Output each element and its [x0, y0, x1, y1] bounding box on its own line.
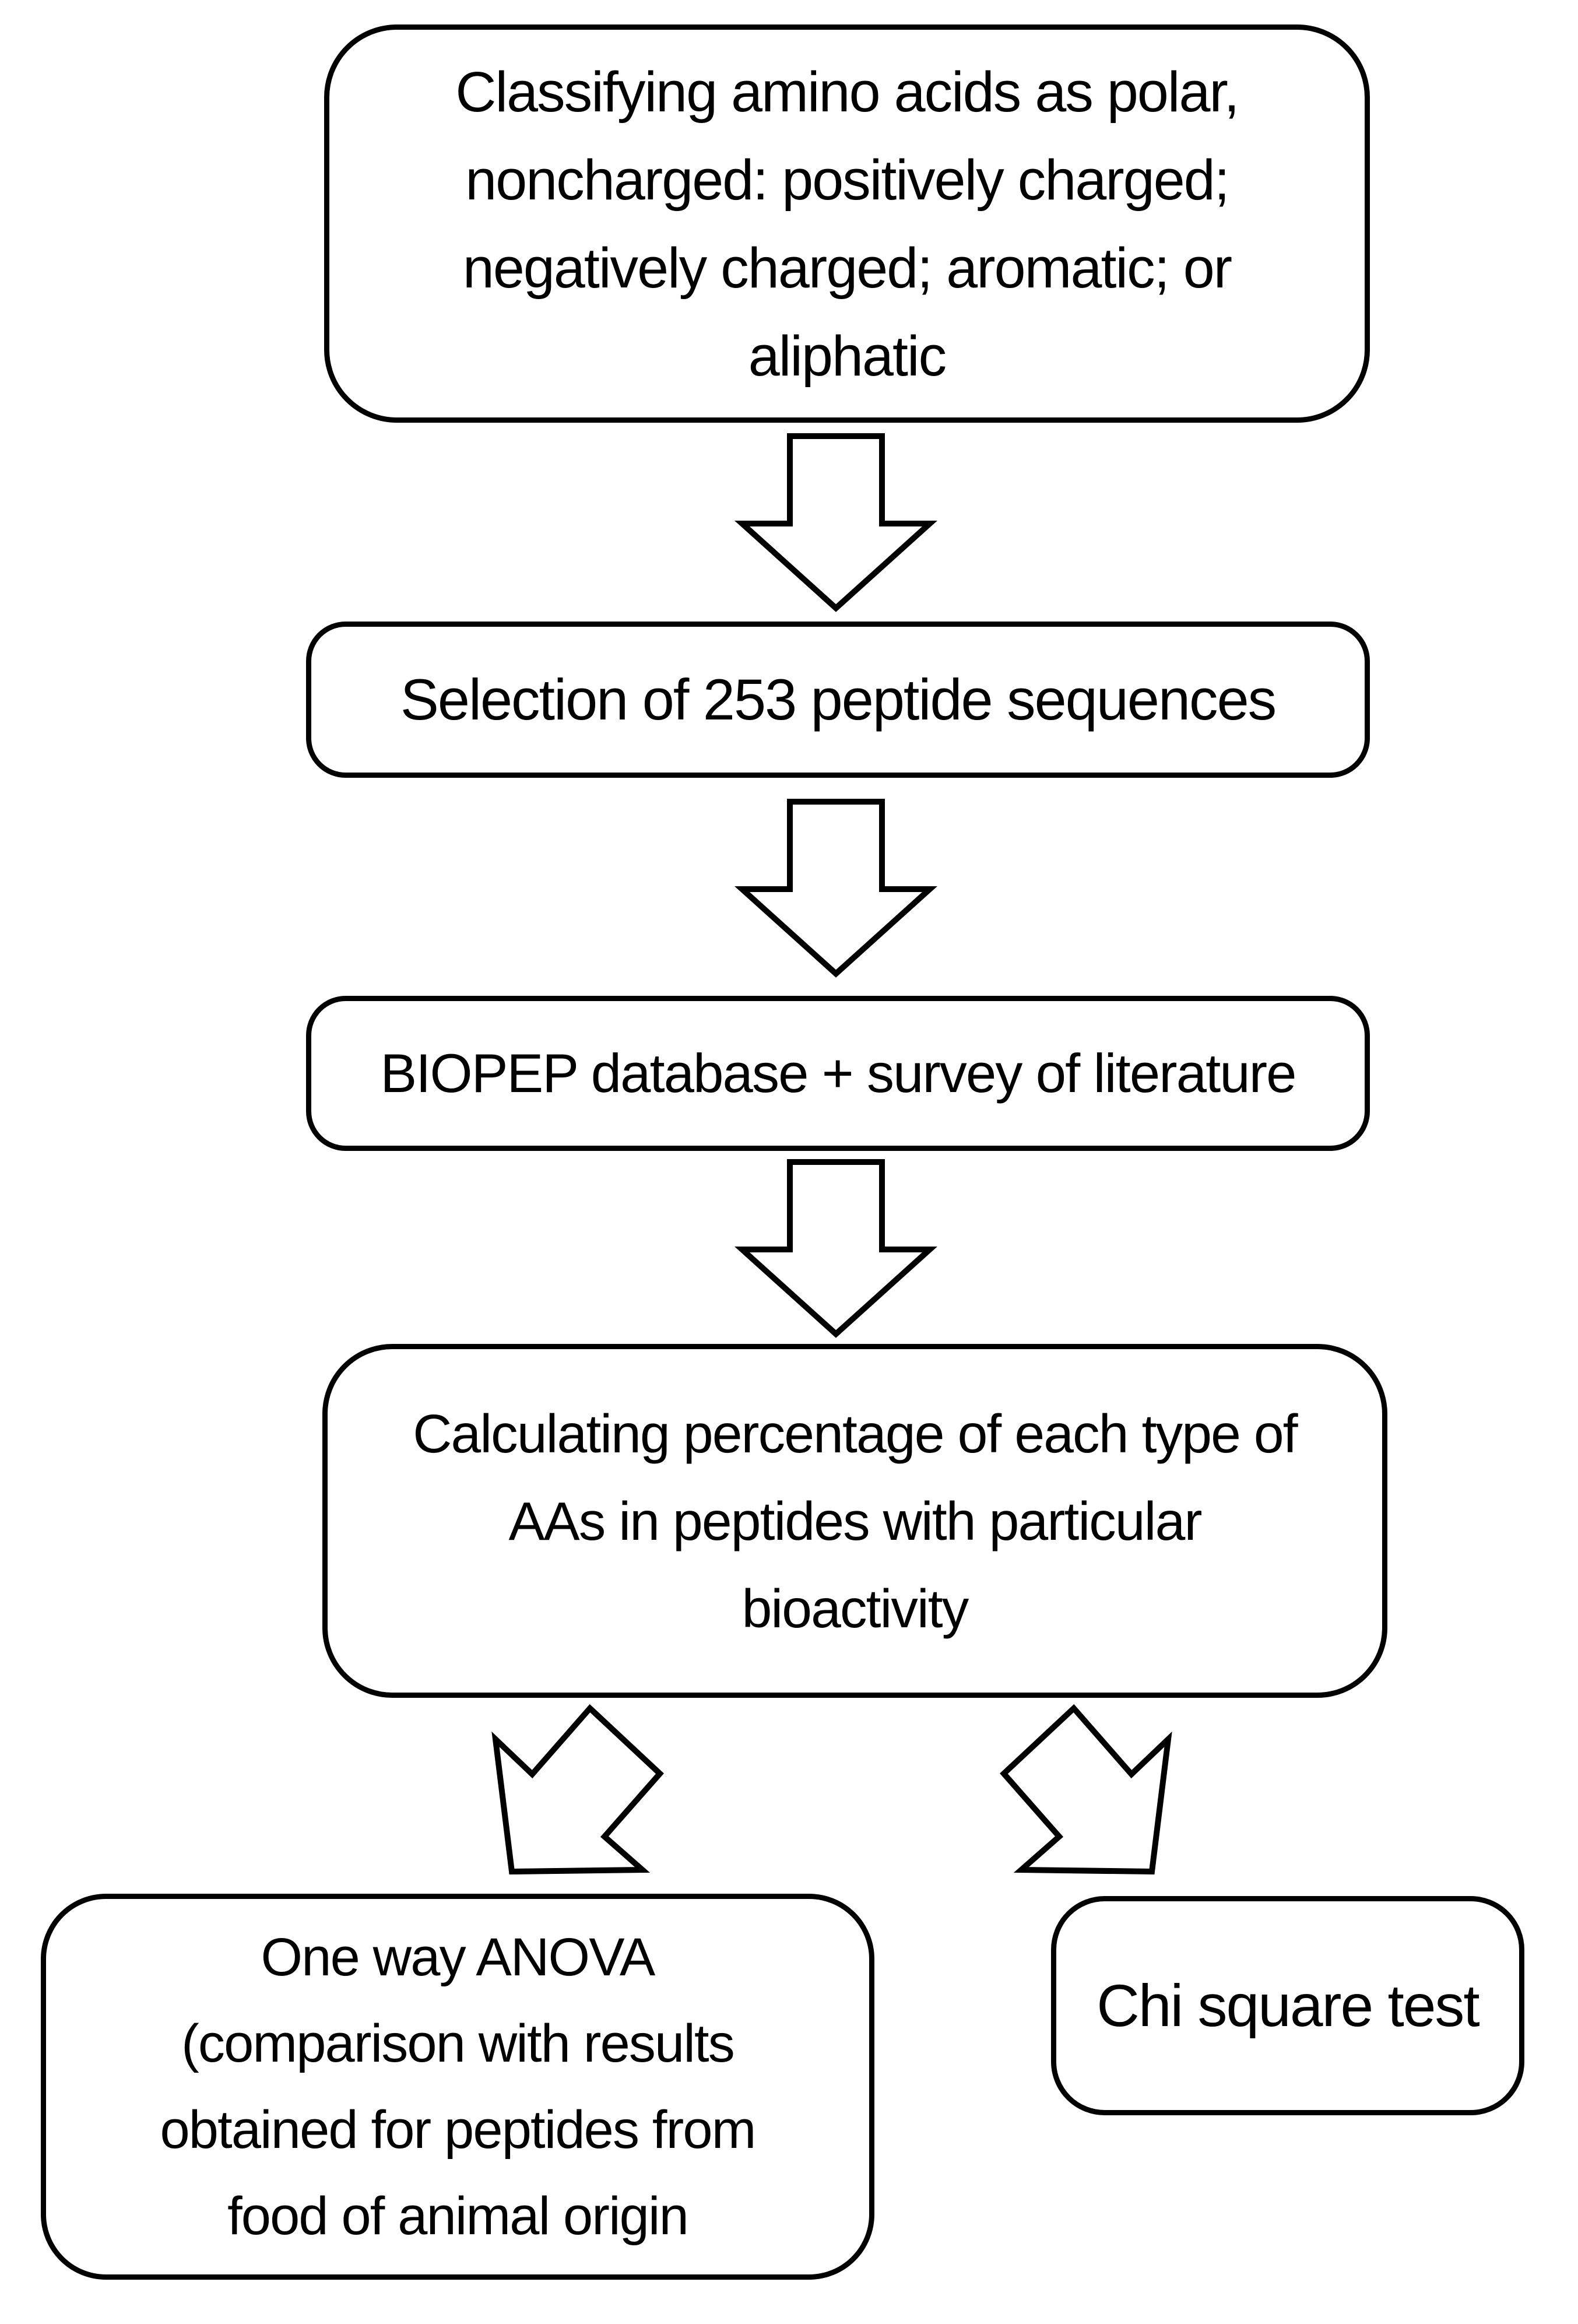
box-calculating-percentage: Calculating percentage of each type of A…: [322, 1344, 1387, 1698]
box-text-line: food of animal origin: [227, 2186, 689, 2246]
down-right-arrow-icon: [1000, 1704, 1172, 1875]
box-chi-square-test: Chi square test: [1051, 1896, 1524, 2115]
box-classifying-amino-acids: Classifying amino acids as polar, noncha…: [324, 24, 1370, 423]
box-text-line: Selection of 253 peptide sequences: [400, 667, 1277, 732]
box-text-line: bioactivity: [741, 1578, 969, 1639]
down-arrow-icon: [734, 433, 938, 612]
box-selection-of-peptide-sequences: Selection of 253 peptide sequences: [306, 622, 1370, 778]
box-text-line: noncharged: positively charged;: [465, 148, 1229, 212]
box-biopep-database: BIOPEP database + survey of literature: [306, 996, 1370, 1151]
box-text-line: One way ANOVA: [261, 1928, 656, 1987]
box-text-line: AAs in peptides with particular: [508, 1490, 1202, 1551]
box-text-line: Chi square test: [1096, 1972, 1479, 2039]
box-text-line: BIOPEP database + survey of literature: [380, 1042, 1296, 1104]
box-text-line: obtained for peptides from: [160, 2100, 756, 2160]
box-text-line: Classifying amino acids as polar,: [455, 59, 1239, 124]
down-arrow-icon: [734, 1159, 938, 1338]
box-text-line: Calculating percentage of each type of: [413, 1403, 1298, 1464]
down-left-arrow-icon: [491, 1704, 664, 1875]
down-arrow-icon: [734, 799, 938, 978]
box-text-line: negatively charged; aromatic; or: [462, 236, 1232, 300]
box-text-line: (comparison with results: [181, 2014, 735, 2073]
box-one-way-anova: One way ANOVA (comparison with results o…: [41, 1894, 874, 2280]
box-text-line: aliphatic: [748, 324, 947, 388]
